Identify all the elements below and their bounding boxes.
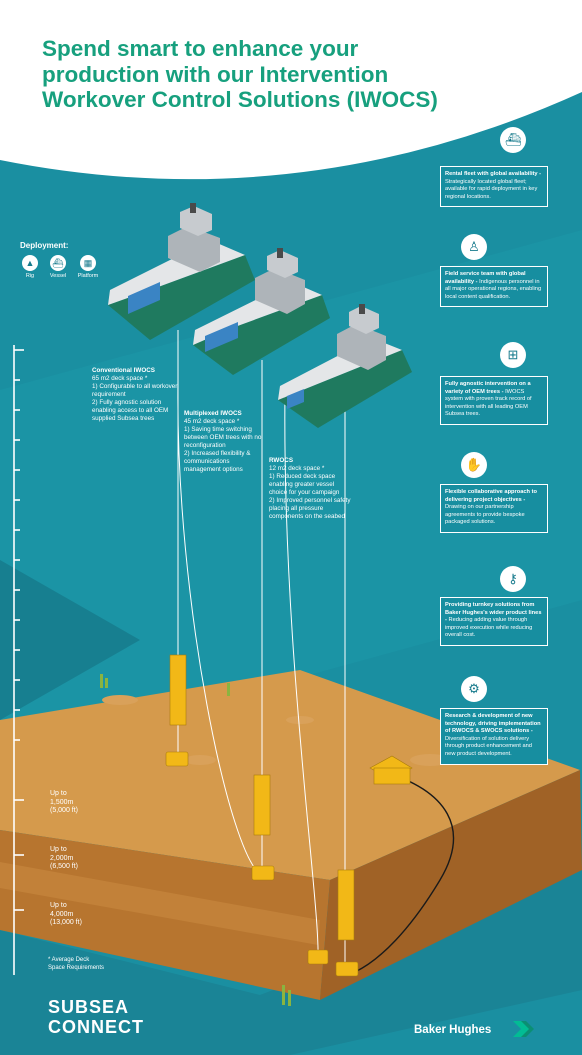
vessel-2 <box>193 248 330 375</box>
vessel-icon: ⛴ <box>50 255 66 271</box>
benefit-panel-turnkey: Providing turnkey solutions from Baker H… <box>440 597 548 646</box>
depth-label-4000: Up to 4,000m (13,000 ft) <box>50 902 82 926</box>
subsea-connect-logo: SUBSEA CONNECT <box>48 997 144 1037</box>
depth-label-1500: Up to 1,500m (5,000 ft) <box>50 790 79 814</box>
gears-icon: ⚙ <box>461 676 487 702</box>
system-description: 45 m2 deck space * 1) Saving time switch… <box>184 418 262 473</box>
benefit-panel-agnostic: Fully agnostic intervention on a variety… <box>440 376 548 425</box>
system-title: RWOCS <box>269 457 294 464</box>
deployment-title: Deployment: <box>20 241 69 250</box>
benefit-title: Rental fleet with global availability - <box>445 171 542 177</box>
deployment-label: Platform <box>77 273 99 279</box>
system-callout-multiplexed: Multiplexed IWOCS 45 m2 deck space * 1) … <box>184 410 264 474</box>
vessel-1 <box>108 203 255 340</box>
depth-ruler <box>13 345 24 975</box>
benefit-body: Indigenous personnel in all major operat… <box>445 278 542 300</box>
seaweed <box>100 674 291 1006</box>
benefit-body: Drawing on our partnership agreements to… <box>445 504 525 526</box>
benefit-title: Flexible collaborative approach to deliv… <box>445 489 537 503</box>
system-callout-rwocs: RWOCS 12 m2 deck space * 1) Reduced deck… <box>269 457 351 521</box>
seabed-top <box>0 670 580 880</box>
baker-hughes-logo: Baker Hughes <box>414 1024 492 1036</box>
benefit-panel-research: Research & development of new technology… <box>440 708 548 765</box>
benefit-title: Fully agnostic intervention on a variety… <box>445 381 531 395</box>
platform-icon: ▦ <box>80 255 96 271</box>
system-description: 12 m2 deck space * 1) Reduced deck space… <box>269 465 351 520</box>
page-title: Spend smart to enhance your production w… <box>42 36 438 112</box>
benefit-title: Research & development of new technology… <box>445 713 541 735</box>
vessel-icon: ⛴ <box>500 127 526 153</box>
rig-icon: ▲ <box>22 255 38 271</box>
benefit-title: Providing turnkey solutions from Baker H… <box>445 602 542 624</box>
system-callout-conventional: Conventional IWOCS 65 m2 deck space * 1)… <box>92 367 184 423</box>
benefit-body: Reducing adding value through improved e… <box>445 617 533 639</box>
handshake-icon: ✋ <box>461 452 487 478</box>
benefit-panel-collaborative: Flexible collaborative approach to deliv… <box>440 484 548 533</box>
key-icon: ⚷ <box>500 566 526 592</box>
benefit-body: Strategically located global fleet; avai… <box>445 178 538 200</box>
system-description: 65 m2 deck space * 1) Configurable to al… <box>92 375 178 422</box>
subsea-tree-icon: ⊞ <box>500 342 526 368</box>
sea-shadow-left <box>0 560 140 720</box>
sea-shading <box>0 230 582 760</box>
benefit-panel-field-service: Field service team with global availabil… <box>440 266 548 308</box>
system-title: Conventional IWOCS <box>92 367 155 374</box>
sea-bottom <box>0 870 582 1055</box>
benefit-panel-rental-fleet: Rental fleet with global availability - … <box>440 166 548 208</box>
deployment-item-vessel: ⛴ Vessel <box>40 255 76 279</box>
deployment-label: Rig <box>25 273 35 279</box>
benefit-body: Diversification of solution delivery thr… <box>445 735 532 757</box>
depth-label-2000: Up to 2,000m (6,500 ft) <box>50 846 79 870</box>
person-icon: ♙ <box>461 234 487 260</box>
deployment-item-platform: ▦ Platform <box>70 255 106 279</box>
benefit-body: IWOCS system with proven track record of… <box>445 388 532 418</box>
seabed-side <box>320 770 582 1000</box>
vessel-3 <box>278 304 412 428</box>
seabed-layer <box>0 862 320 945</box>
benefit-title: Field service team with global availabil… <box>445 271 526 285</box>
footnote: * Average Deck Space Requirements <box>48 957 105 971</box>
deployment-label: Vessel <box>49 273 67 279</box>
system-title: Multiplexed IWOCS <box>184 410 242 417</box>
flowline <box>354 769 455 973</box>
subsea-equipment <box>165 654 413 977</box>
deployment-item-rig: ▲ Rig <box>12 255 48 279</box>
baker-hughes-mark-icon <box>513 1021 534 1037</box>
header-banner <box>0 0 582 180</box>
